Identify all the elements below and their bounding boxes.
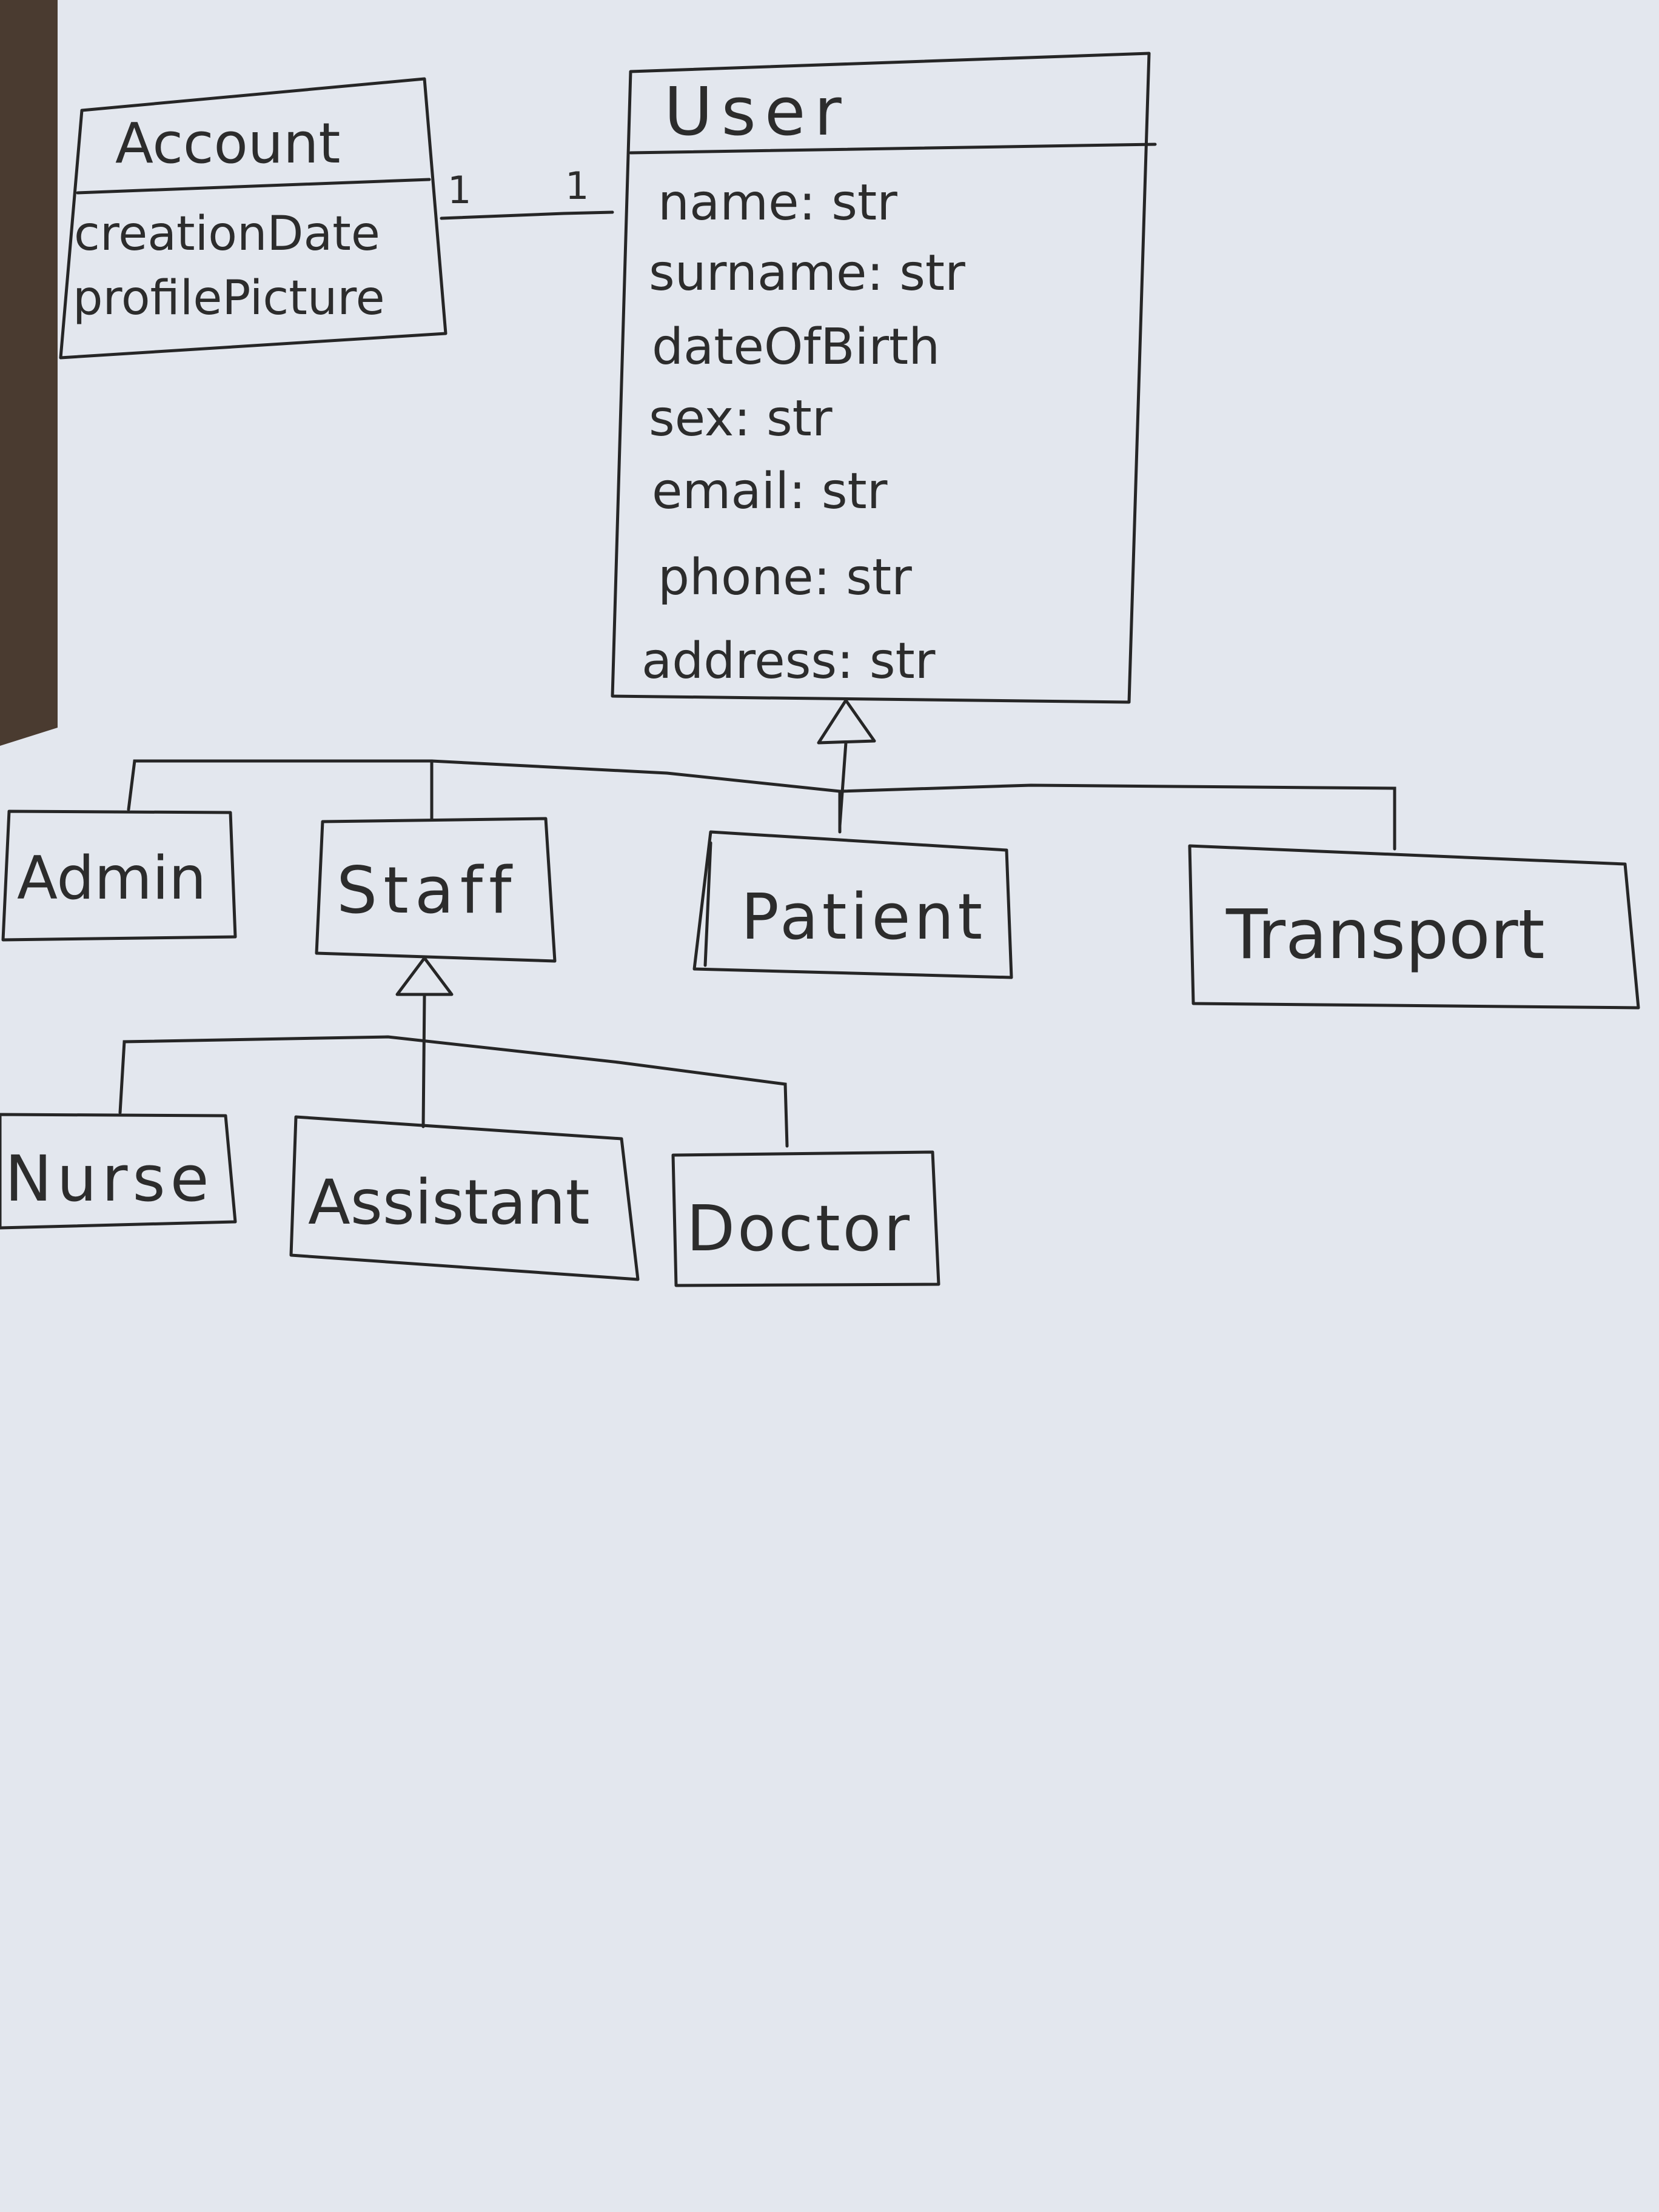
staff-class: Staff	[315, 817, 557, 963]
staff-generalization	[118, 956, 789, 1148]
account-divider	[76, 178, 431, 195]
user-attribute: name: str	[658, 174, 897, 232]
user-multiplicity: 1	[565, 164, 589, 208]
transport-box	[1188, 844, 1640, 1010]
admin-box	[1, 809, 237, 942]
user-attribute: phone: str	[658, 549, 912, 606]
patient-class: Patient	[692, 830, 1013, 979]
account-multiplicity: 1	[447, 168, 471, 212]
account-class: Account creationDate profilePicture	[59, 77, 447, 360]
assistant-name: Assistant	[308, 1167, 590, 1239]
association-account-user: 1 1	[440, 164, 614, 220]
association-line	[440, 210, 614, 220]
doctor-class: Doctor	[671, 1150, 940, 1287]
admin-name: Admin	[17, 844, 206, 913]
assistant-class: Assistant	[289, 1115, 640, 1281]
inheritance-line	[421, 993, 426, 1128]
nurse-class: Nurse	[0, 1113, 237, 1230]
inheritance-bus	[127, 759, 1396, 851]
patient-box	[692, 830, 1013, 979]
assistant-box	[289, 1115, 640, 1281]
admin-class: Admin	[1, 809, 237, 942]
patient-name: Patient	[741, 880, 986, 954]
user-attribute: sex: str	[649, 390, 833, 447]
doctor-name: Doctor	[686, 1191, 912, 1265]
nurse-name: Nurse	[5, 1142, 214, 1216]
patient-edge-mark	[703, 841, 712, 967]
user-attribute: address: str	[642, 632, 936, 690]
user-divider	[629, 142, 1157, 155]
user-class: User name: str surname: str dateOfBirth …	[611, 52, 1157, 704]
staff-box	[315, 817, 557, 963]
doctor-box	[671, 1150, 940, 1287]
user-name: User	[664, 73, 850, 150]
account-attribute: creationDate	[74, 207, 380, 261]
staff-name: Staff	[337, 853, 517, 928]
inheritance-bus	[118, 1035, 789, 1148]
account-attribute: profilePicture	[73, 271, 385, 326]
account-name: Account	[115, 111, 340, 176]
nurse-box	[0, 1113, 237, 1230]
user-generalization	[127, 699, 1396, 851]
user-box	[611, 52, 1151, 704]
account-box	[59, 77, 447, 360]
user-attribute: email: str	[652, 463, 888, 520]
user-attribute: dateOfBirth	[652, 318, 940, 376]
transport-class: Transport	[1188, 844, 1640, 1010]
transport-name: Transport	[1225, 896, 1545, 974]
user-attribute: surname: str	[649, 244, 965, 302]
